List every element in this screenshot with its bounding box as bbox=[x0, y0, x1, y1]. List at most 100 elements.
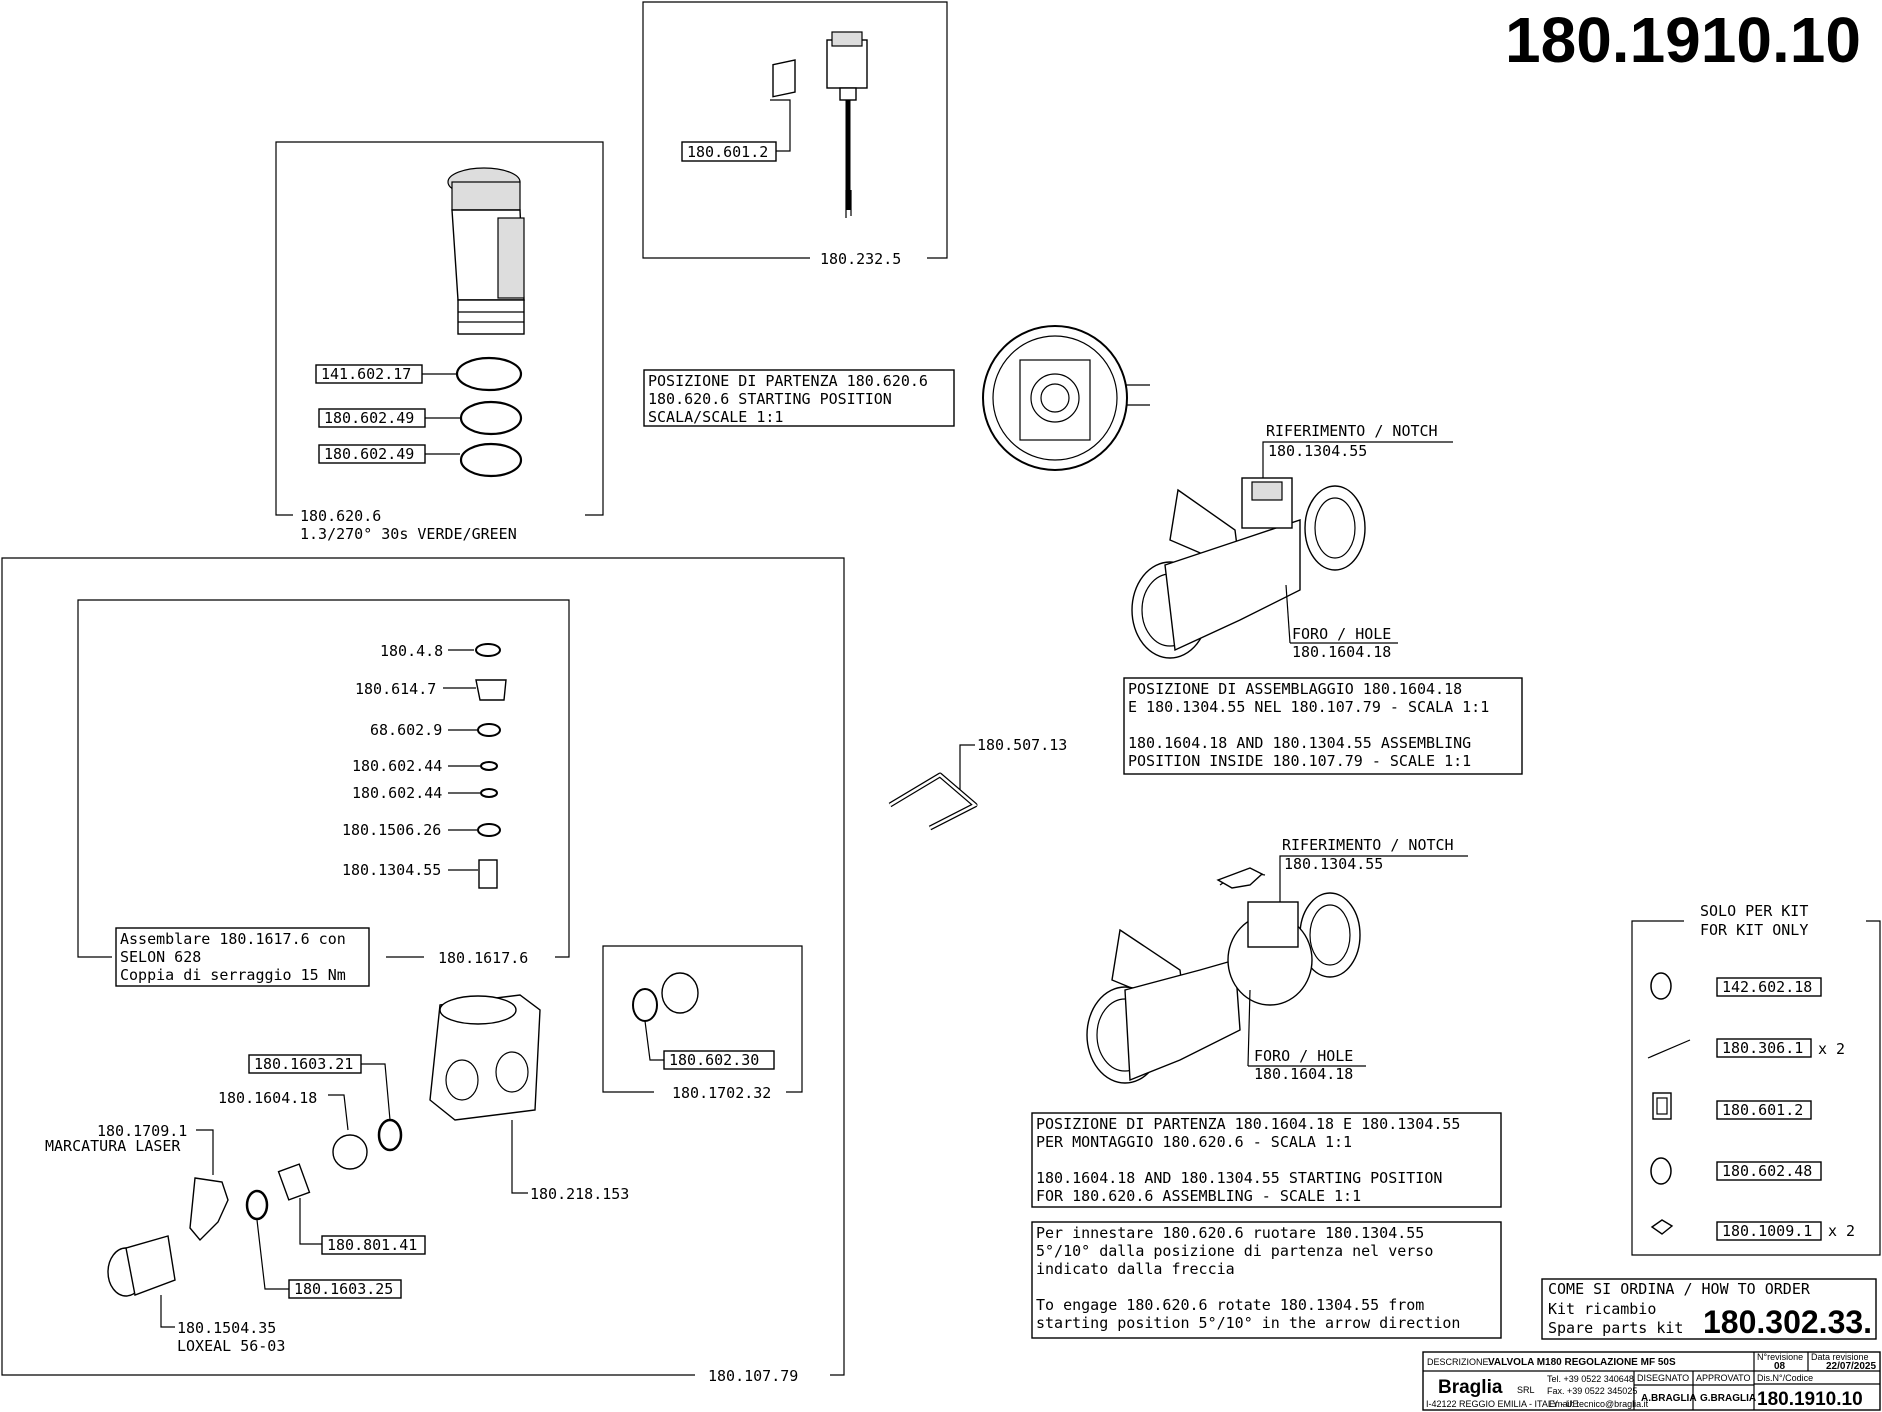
actuator-drawing bbox=[447, 167, 525, 335]
svg-text:180.601.2: 180.601.2 bbox=[1722, 1101, 1803, 1119]
svg-text:180.1604.18: 180.1604.18 bbox=[218, 1089, 317, 1107]
laser-marking-label: MARCATURA LASER bbox=[45, 1137, 181, 1155]
svg-text:POSIZIONE DI PARTENZA 180.1604: POSIZIONE DI PARTENZA 180.1604.18 E 180.… bbox=[1036, 1115, 1460, 1133]
kit-order-code: 180.302.33. bbox=[1703, 1304, 1872, 1340]
body-part-label: 180.218.153 bbox=[530, 1185, 629, 1203]
actuator-assembly-label: 180.620.6 bbox=[300, 507, 381, 525]
cable-part-label: 180.601.2 bbox=[687, 143, 768, 161]
svg-text:08: 08 bbox=[1774, 1361, 1786, 1372]
svg-text:COME SI ORDINA / HOW TO ORDER: COME SI ORDINA / HOW TO ORDER bbox=[1548, 1280, 1811, 1298]
svg-text:FOR KIT ONLY: FOR KIT ONLY bbox=[1700, 921, 1808, 939]
svg-text:180.306.1: 180.306.1 bbox=[1722, 1039, 1803, 1057]
valve-assembling-detail: RIFERIMENTO / NOTCH 180.1304.55 FORO / H… bbox=[1123, 422, 1523, 775]
stem-parts-list: 180.4.8 180.614.7 68.602.9 180.602.44 18… bbox=[342, 642, 507, 889]
svg-text:VALVOLA M180 REGOLAZIONE MF 50: VALVOLA M180 REGOLAZIONE MF 50S bbox=[1488, 1357, 1676, 1368]
svg-text:DISEGNATO: DISEGNATO bbox=[1637, 1373, 1689, 1383]
hole-bottom-label: FORO / HOLE bbox=[1254, 1047, 1353, 1065]
pin-part: 180.507.13 bbox=[888, 736, 1067, 831]
hole-top-part: 180.1604.18 bbox=[1292, 643, 1391, 661]
cable-group: 180.601.2 180.232.5 bbox=[642, 1, 948, 268]
oring-label-1: 141.602.17 bbox=[321, 365, 411, 383]
svg-text:5°/10° dalla posizione di part: 5°/10° dalla posizione di partenza nel v… bbox=[1036, 1242, 1433, 1260]
svg-text:Tel. +39 0522 340648: Tel. +39 0522 340648 bbox=[1547, 1374, 1634, 1384]
cable-assembly-label: 180.232.5 bbox=[820, 250, 901, 268]
notch-top-label: RIFERIMENTO / NOTCH bbox=[1266, 422, 1438, 440]
svg-text:N°revisione: N°revisione bbox=[1757, 1352, 1803, 1362]
company-logo-text: Braglia bbox=[1438, 1377, 1503, 1398]
svg-text:22/07/2025: 22/07/2025 bbox=[1826, 1361, 1876, 1372]
svg-text:180.620.6 STARTING POSITION: 180.620.6 STARTING POSITION bbox=[648, 390, 892, 408]
svg-text:E 180.1304.55 NEL 180.107.79 -: E 180.1304.55 NEL 180.107.79 - SCALA 1:1 bbox=[1128, 698, 1489, 716]
svg-text:142.602.18: 142.602.18 bbox=[1722, 978, 1812, 996]
svg-text:FOR 180.620.6 ASSEMBLING - SCA: FOR 180.620.6 ASSEMBLING - SCALE 1:1 bbox=[1036, 1187, 1361, 1205]
stem-assembly-label: 180.1617.6 bbox=[438, 949, 528, 967]
svg-text:180.1506.26: 180.1506.26 bbox=[342, 821, 441, 839]
actuator-group: 141.602.17 180.602.49 180.602.49 180.620… bbox=[275, 141, 604, 543]
svg-text:180.602.48: 180.602.48 bbox=[1722, 1162, 1812, 1180]
drawing-number: 180.1910.10 bbox=[1505, 4, 1861, 76]
svg-text:APPROVATO: APPROVATO bbox=[1696, 1373, 1751, 1383]
svg-text:68.602.9: 68.602.9 bbox=[370, 721, 442, 739]
oring-label-3: 180.602.49 bbox=[324, 445, 414, 463]
end-assembly-label: 180.1702.32 bbox=[672, 1084, 771, 1102]
svg-text:Dis.N°/Codice: Dis.N°/Codice bbox=[1757, 1373, 1813, 1383]
cable-connector-drawing bbox=[772, 31, 868, 218]
svg-text:Fax. +39 0522 345025: Fax. +39 0522 345025 bbox=[1547, 1386, 1637, 1396]
actuator-top-view-drawing bbox=[982, 325, 1150, 471]
valve-mounting-detail: RIFERIMENTO / NOTCH 180.1304.55 FORO / H… bbox=[1031, 836, 1502, 1339]
valve-assembly-label: 180.107.79 bbox=[708, 1367, 798, 1385]
svg-text:starting position 5°/10° in th: starting position 5°/10° in the arrow di… bbox=[1036, 1314, 1460, 1332]
svg-text:DESCRIZIONE:: DESCRIZIONE: bbox=[1427, 1357, 1491, 1367]
svg-text:180.1304.55: 180.1304.55 bbox=[342, 861, 441, 879]
notch-bottom-label: RIFERIMENTO / NOTCH bbox=[1282, 836, 1454, 854]
svg-text:To engage 180.620.6 rotate 180: To engage 180.620.6 rotate 180.1304.55 f… bbox=[1036, 1296, 1424, 1314]
pin-part-label: 180.507.13 bbox=[977, 736, 1067, 754]
oring-label-2: 180.602.49 bbox=[324, 409, 414, 427]
svg-text:I-42122 REGGIO EMILIA - ITALY: I-42122 REGGIO EMILIA - ITALY - UE bbox=[1426, 1399, 1579, 1409]
hole-bottom-part: 180.1604.18 bbox=[1254, 1065, 1353, 1083]
svg-text:180.1709.1: 180.1709.1 bbox=[97, 1122, 187, 1140]
svg-text:POSITION INSIDE 180.107.79 - S: POSITION INSIDE 180.107.79 - SCALE 1:1 bbox=[1128, 752, 1471, 770]
svg-text:Assemblare 180.1617.6 con: Assemblare 180.1617.6 con bbox=[120, 930, 346, 948]
svg-text:POSIZIONE DI ASSEMBLAGGIO 180.: POSIZIONE DI ASSEMBLAGGIO 180.1604.18 bbox=[1128, 680, 1462, 698]
svg-text:Data revisione: Data revisione bbox=[1811, 1352, 1869, 1362]
valve-body-drawing bbox=[1131, 477, 1366, 659]
svg-text:SCALA/SCALE 1:1: SCALA/SCALE 1:1 bbox=[648, 408, 783, 426]
valve-body-drawing-3 bbox=[429, 994, 541, 1121]
svg-text:180.801.41: 180.801.41 bbox=[327, 1236, 417, 1254]
svg-text:Coppia di serraggio 15 Nm: Coppia di serraggio 15 Nm bbox=[120, 966, 346, 984]
svg-text:Per innestare 180.620.6 ruotar: Per innestare 180.620.6 ruotare 180.1304… bbox=[1036, 1224, 1424, 1242]
svg-text:180.614.7: 180.614.7 bbox=[355, 680, 436, 698]
title-block-code: 180.1910.10 bbox=[1757, 1389, 1863, 1410]
valve-body-drawing-2 bbox=[1086, 892, 1361, 1084]
kit-only-box: SOLO PER KIT FOR KIT ONLY 142.602.18 180… bbox=[1631, 902, 1881, 1256]
svg-text:180.1504.35: 180.1504.35 bbox=[177, 1319, 276, 1337]
svg-text:POSIZIONE DI PARTENZA 180.620.: POSIZIONE DI PARTENZA 180.620.6 bbox=[648, 372, 928, 390]
hole-top-label: FORO / HOLE bbox=[1292, 625, 1391, 643]
svg-text:180.1009.1: 180.1009.1 bbox=[1722, 1222, 1812, 1240]
svg-text:PER MONTAGGIO 180.620.6 - SCAL: PER MONTAGGIO 180.620.6 - SCALA 1:1 bbox=[1036, 1133, 1352, 1151]
svg-text:A.BRAGLIA: A.BRAGLIA bbox=[1641, 1393, 1697, 1404]
title-block: DESCRIZIONE: VALVOLA M180 REGOLAZIONE MF… bbox=[1422, 1351, 1881, 1411]
svg-text:G.BRAGLIA: G.BRAGLIA bbox=[1700, 1393, 1756, 1404]
notch-top-part: 180.1304.55 bbox=[1268, 442, 1367, 460]
svg-text:180.4.8: 180.4.8 bbox=[380, 642, 443, 660]
actuator-spec-label: 1.3/270° 30s VERDE/GREEN bbox=[300, 525, 517, 543]
svg-text:x 2: x 2 bbox=[1828, 1222, 1855, 1240]
start-position-note: POSIZIONE DI PARTENZA 180.620.6 180.620.… bbox=[643, 369, 955, 427]
svg-text:180.602.44: 180.602.44 bbox=[352, 757, 442, 775]
svg-text:180.602.44: 180.602.44 bbox=[352, 784, 442, 802]
notch-bottom-part: 180.1304.55 bbox=[1284, 855, 1383, 873]
svg-text:Spare parts kit: Spare parts kit bbox=[1548, 1319, 1683, 1337]
svg-text:x 2: x 2 bbox=[1818, 1040, 1845, 1058]
svg-text:180.1604.18 AND 180.1304.55 ST: 180.1604.18 AND 180.1304.55 STARTING POS… bbox=[1036, 1169, 1442, 1187]
fitting-drawing bbox=[107, 1235, 176, 1297]
svg-text:Kit ricambio: Kit ricambio bbox=[1548, 1300, 1656, 1318]
svg-text:indicato dalla freccia: indicato dalla freccia bbox=[1036, 1260, 1235, 1278]
svg-text:SRL: SRL bbox=[1517, 1385, 1535, 1395]
svg-text:180.602.30: 180.602.30 bbox=[669, 1051, 759, 1069]
order-box: COME SI ORDINA / HOW TO ORDER Kit ricamb… bbox=[1541, 1278, 1877, 1340]
svg-text:180.1603.21: 180.1603.21 bbox=[254, 1055, 353, 1073]
svg-text:180.1603.25: 180.1603.25 bbox=[294, 1280, 393, 1298]
